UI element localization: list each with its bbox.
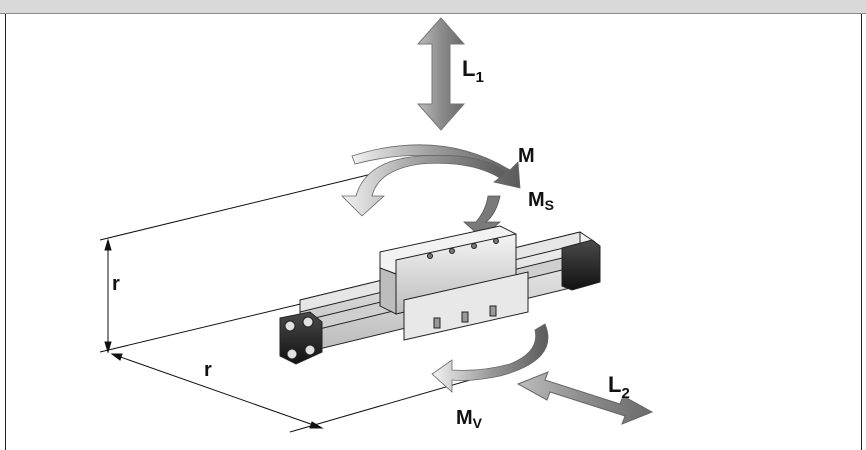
r-horizontal-label: r: [204, 359, 212, 381]
l1-arrow: [416, 17, 466, 131]
ms-label: MS: [528, 189, 554, 213]
dimension-lines: [99, 171, 471, 433]
frame-right-border: [861, 14, 862, 450]
m-label: M: [518, 145, 535, 167]
moment-arrows: [341, 144, 521, 239]
linear-actuator: [279, 225, 601, 365]
r-vertical-label: r: [112, 273, 120, 295]
frame-left-border: [5, 14, 6, 450]
l1-label: L1: [462, 56, 484, 86]
l2-label: L2: [608, 372, 630, 402]
mv-label: MV: [456, 407, 483, 431]
l2-arrow: [516, 371, 654, 425]
top-bar: [0, 0, 866, 14]
mv-arrow: [431, 323, 549, 393]
